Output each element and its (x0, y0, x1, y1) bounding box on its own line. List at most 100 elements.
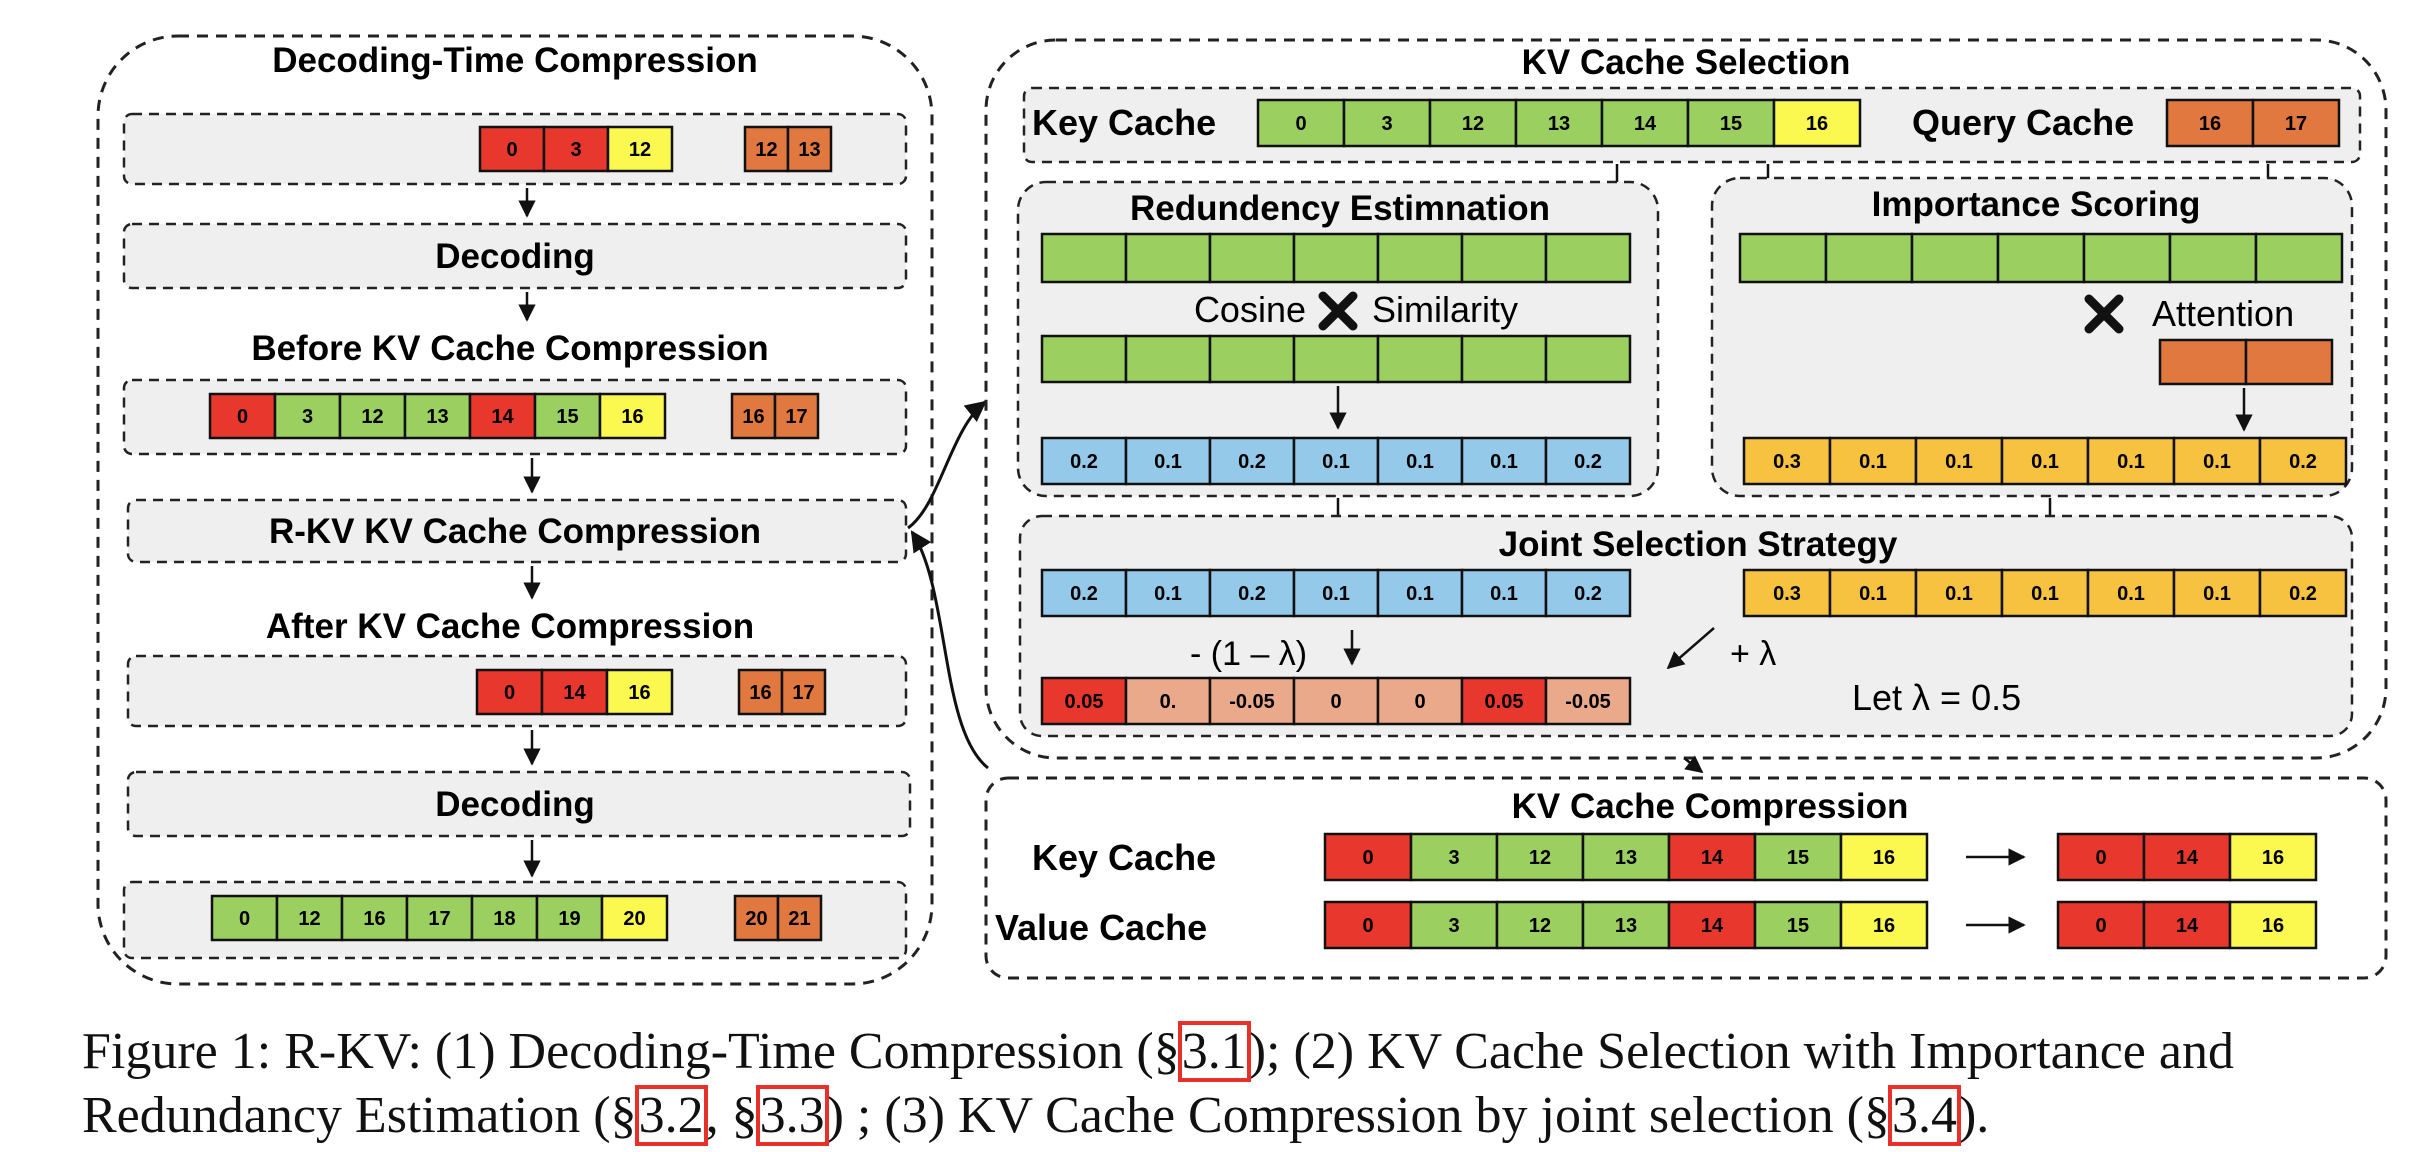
cell-label: 0.1 (1322, 583, 1350, 605)
cell-label: 13 (426, 406, 448, 428)
cell-label: 12 (361, 406, 383, 428)
cell-label: 0.1 (1945, 451, 1973, 473)
cell-label: 16 (2262, 847, 2284, 869)
cell-label: 0.1 (2117, 451, 2145, 473)
cell-label: 12 (1462, 113, 1484, 135)
rkv-compression-step (126, 498, 908, 564)
kv-cache-compression-title: KV Cache Compression (1512, 787, 1909, 826)
score-cell (1742, 568, 1832, 618)
vector-cell (1040, 232, 1128, 284)
vector-cell (1208, 232, 1296, 284)
cell-label: 0.1 (2031, 583, 2059, 605)
cache-cell (1323, 832, 1413, 882)
redundancy-key-bar (1040, 232, 1632, 284)
section-ref-3-1[interactable]: 3.1 (1177, 1021, 1251, 1082)
score-cell (1208, 436, 1296, 486)
vector-cell (1124, 232, 1212, 284)
cell-label: 0.2 (1238, 451, 1266, 473)
vector-cell (1824, 232, 1914, 284)
cell-label: 0.1 (1322, 451, 1350, 473)
cache-cell (730, 392, 777, 440)
cache-cell (1409, 900, 1499, 950)
cell-label: 14 (1701, 847, 1724, 869)
cell-label: -0.05 (1229, 691, 1275, 713)
left-row1-query-cells: 12 13 (743, 125, 833, 173)
arrow (1683, 755, 1704, 774)
cache-cell (2228, 832, 2318, 882)
cache-cell (1292, 676, 1380, 726)
cell-label: 0.1 (1154, 583, 1182, 605)
cache-cell (470, 894, 539, 942)
vector-cell (2244, 338, 2334, 386)
cache-cell (542, 125, 610, 173)
score-cell (1040, 436, 1128, 486)
vector-cell (1460, 334, 1548, 384)
cell-label: 13 (1615, 847, 1637, 869)
score-cell (1914, 436, 2004, 486)
section-ref-3-2[interactable]: 3.2 (634, 1085, 708, 1146)
cache-cell (1581, 900, 1671, 950)
vector-cell (2082, 232, 2172, 284)
section-ref-3-4[interactable]: 3.4 (1887, 1085, 1961, 1146)
cell-label: 18 (493, 908, 515, 930)
cache-cell (1772, 98, 1862, 148)
cell-label: 16 (742, 406, 764, 428)
cell-label: 0 (1414, 691, 1425, 713)
cache-cell (273, 392, 342, 440)
cell-label: 0.1 (1945, 583, 1973, 605)
score-cell (1828, 568, 1918, 618)
cache-cell (2056, 900, 2146, 950)
score-cell (1544, 568, 1632, 618)
key-cache-label: Key Cache (1032, 102, 1216, 143)
cell-label: 14 (1634, 113, 1657, 135)
cell-label: 19 (558, 908, 580, 930)
cell-label: 16 (628, 682, 650, 704)
cell-label: 16 (2199, 113, 2221, 135)
score-cell (1544, 436, 1632, 486)
score-cell (1742, 436, 1832, 486)
score-cell (2258, 568, 2348, 618)
cache-cell (540, 668, 609, 716)
cache-cell (403, 392, 472, 440)
cell-label: 0 (1330, 691, 1341, 713)
attention-label: Attention (2152, 293, 2294, 334)
caption-text: Figure 1: R-KV: (1) Decoding-Time Compre… (82, 1023, 1180, 1080)
cache-cell (776, 894, 823, 942)
cell-label: 16 (749, 682, 771, 704)
cell-label: 15 (1787, 915, 1809, 937)
cell-label: 12 (1529, 915, 1551, 937)
cache-cell (605, 668, 674, 716)
cache-cell (208, 392, 277, 440)
multiply-icon (2084, 294, 2124, 334)
cell-label: 14 (491, 406, 514, 428)
cosine-label: Cosine (1194, 289, 1306, 330)
section-ref-3-3[interactable]: 3.3 (755, 1085, 829, 1146)
cell-label: 0.1 (2203, 451, 2231, 473)
redundancy-estimation-title: Redundency Estimnation (1130, 189, 1550, 228)
cache-cell (773, 392, 820, 440)
before-compression-title: Before KV Cache Compression (251, 329, 768, 368)
multiply-icon (1318, 291, 1358, 331)
cell-label: 12 (755, 139, 777, 161)
compression-value-label: Value Cache (995, 907, 1207, 948)
cell-label: 0.1 (1490, 583, 1518, 605)
cell-label: 0 (1362, 915, 1373, 937)
minus-weight-label: - (1 – λ) (1190, 635, 1307, 673)
cell-label: 0.2 (2289, 451, 2317, 473)
cell-label: 0.1 (2117, 583, 2145, 605)
cell-label: 16 (1806, 113, 1828, 135)
cell-label: 13 (798, 139, 820, 161)
cell-label: 16 (363, 908, 385, 930)
cell-label: 0.05 (1065, 691, 1104, 713)
cell-label: 0.2 (1070, 451, 1098, 473)
rkv-compression-label: R-KV KV Cache Compression (269, 512, 761, 551)
